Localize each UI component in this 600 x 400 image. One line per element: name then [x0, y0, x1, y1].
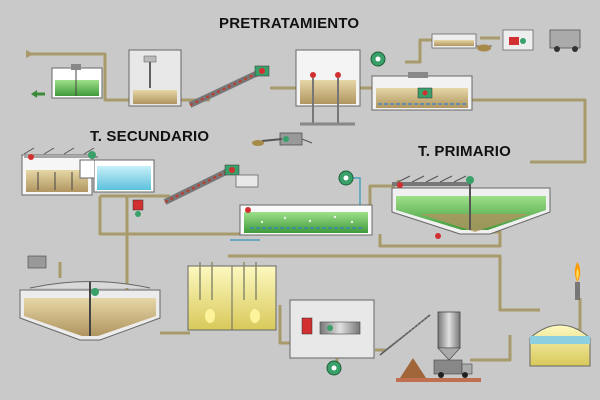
bar-screen-unit: [128, 49, 182, 107]
grit-classifier: [252, 132, 313, 146]
secondary-clarifier-tank: [79, 159, 155, 193]
inlet-arrow-icon: [26, 50, 34, 58]
valve-icon: [310, 72, 316, 78]
inlet-chamber: [26, 50, 103, 99]
truck-icon: [433, 359, 473, 378]
valve-icon: [245, 207, 251, 213]
screw-conveyor: [163, 164, 259, 205]
biological-reactor: [239, 170, 373, 236]
sludge-conveyor: [379, 314, 431, 356]
recirculation-pump: [132, 199, 144, 217]
grease-concentrator: [431, 33, 492, 52]
sludge-pile: [396, 358, 481, 382]
label-pretratamiento: PRETRATAMIENTO: [219, 15, 360, 32]
sludge-thickener: [19, 255, 161, 341]
degreaser-tank: [370, 51, 473, 111]
valve-icon: [397, 182, 403, 188]
valve-icon: [435, 233, 441, 239]
dewatering-room: [289, 299, 375, 376]
conveyor-icon: [188, 65, 270, 108]
degritter-tank: [295, 49, 361, 126]
valve-icon: [28, 154, 34, 160]
flame-icon: [574, 262, 581, 300]
anaerobic-digesters: [187, 262, 277, 331]
biogas-gasholder: [529, 324, 591, 367]
grease-container: [549, 29, 581, 52]
silo-icon: [437, 311, 461, 361]
centrifuge-icon: [319, 321, 361, 335]
polymer-dosing-icon: [27, 255, 47, 269]
grease-pump: [502, 29, 534, 51]
outlet-arrow-icon: [31, 90, 37, 98]
label-tratamiento-secundario: T. SECUNDARIO: [90, 128, 210, 145]
pipe-network: [30, 36, 587, 362]
valve-icon: [335, 72, 341, 78]
primary-clarifier: [391, 175, 551, 239]
label-tratamiento-primario: T. PRIMARIO: [418, 143, 512, 160]
